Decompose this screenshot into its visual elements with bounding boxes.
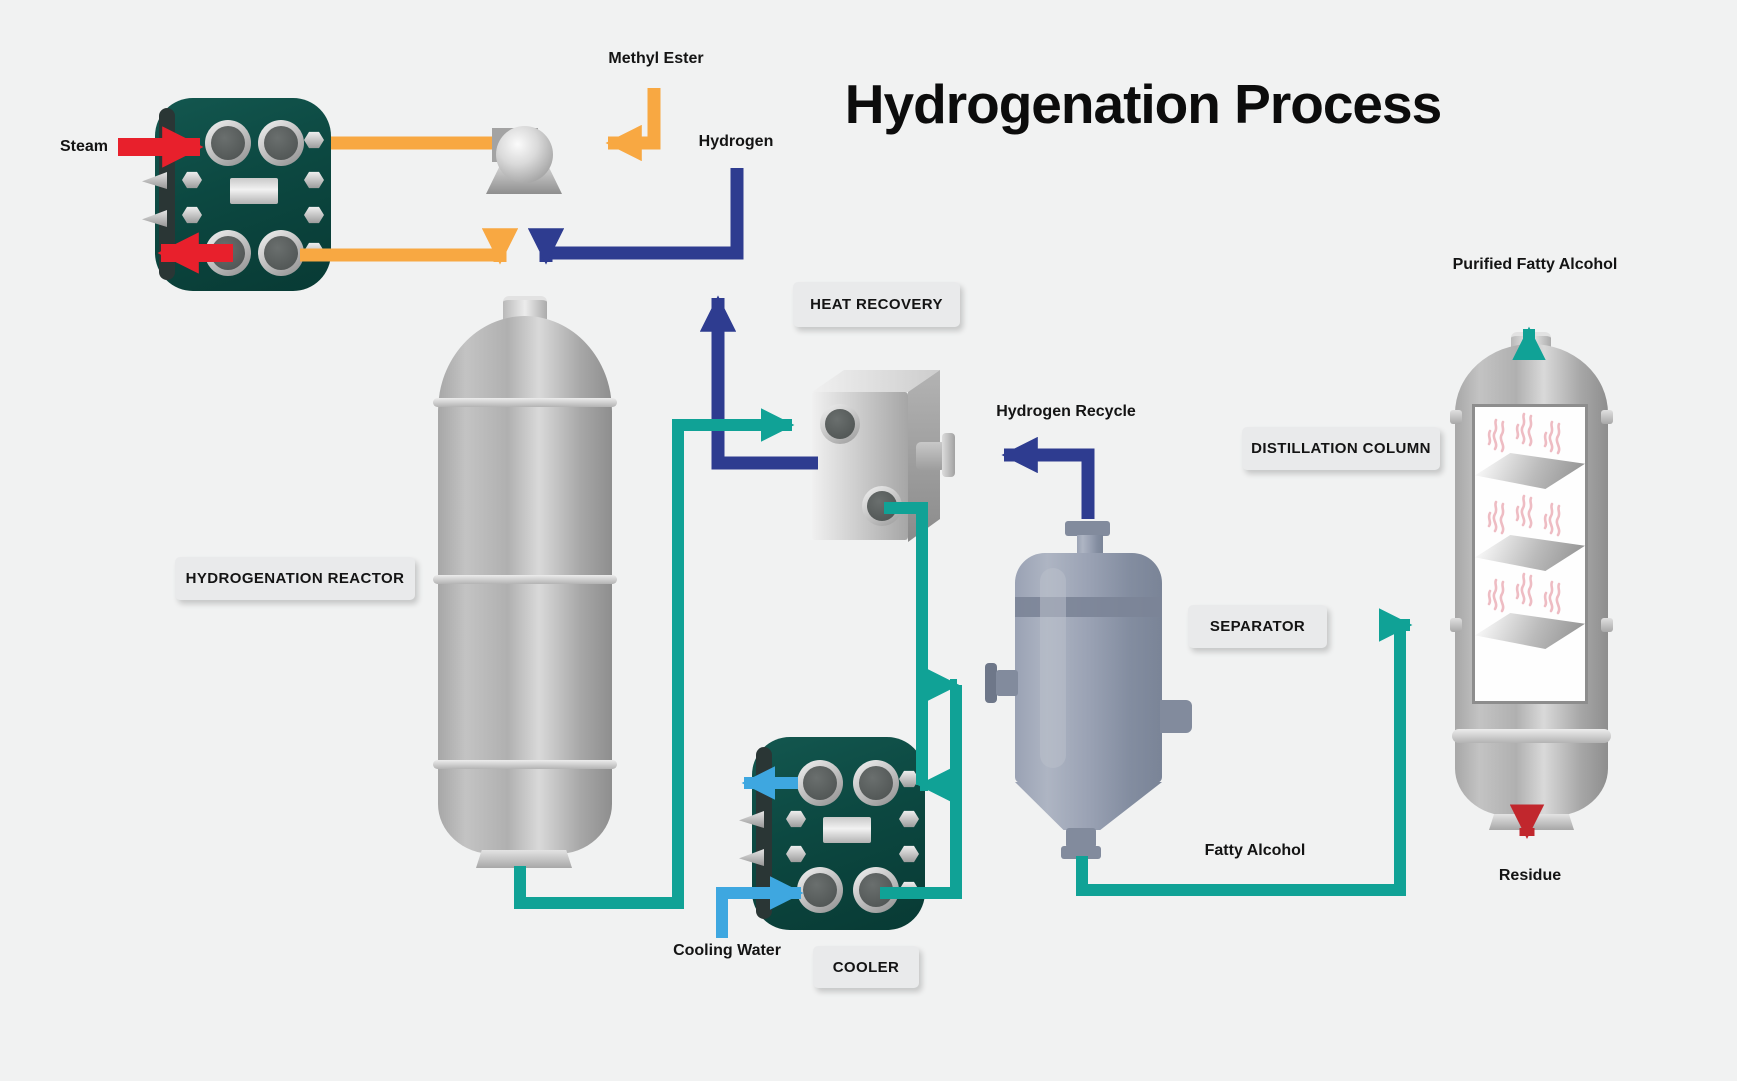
- hydrogenation-reactor-label: HYDROGENATION REACTOR: [175, 557, 415, 600]
- hydrogen-label: Hydrogen: [698, 133, 774, 150]
- port: [797, 867, 843, 913]
- separator-label: SEPARATOR: [1188, 605, 1327, 648]
- nameplate: [823, 817, 871, 843]
- separator-bottom-neck: [1066, 828, 1096, 848]
- column-window: [1472, 404, 1588, 704]
- column-tray: [1475, 453, 1585, 489]
- steam-label: Steam: [59, 138, 108, 155]
- heat-recovery-flange: [942, 433, 955, 477]
- reactor-band: [433, 575, 617, 584]
- heat-recovery-nozzle: [916, 442, 946, 470]
- feed-pump: [486, 126, 564, 196]
- reactor-skirt: [476, 850, 572, 868]
- hydrogen-recycle-label: Hydrogen Recycle: [996, 403, 1136, 420]
- port: [853, 867, 899, 913]
- diagram-title: Hydrogenation Process: [844, 73, 1442, 135]
- bolt: [304, 206, 324, 224]
- reactor-shell: [438, 316, 612, 854]
- separator-shell: [1015, 553, 1162, 783]
- separator-top-flange: [1065, 521, 1110, 536]
- residue-label: Residue: [1498, 867, 1562, 884]
- column-tray: [1475, 613, 1585, 649]
- port: [258, 120, 304, 166]
- port: [820, 404, 860, 444]
- cooler-heat-exchanger: [739, 737, 925, 930]
- fatty-alcohol-label: Fatty Alcohol: [1204, 842, 1306, 859]
- port: [797, 760, 843, 806]
- distillation-column-label: DISTILLATION COLUMN: [1242, 427, 1440, 470]
- column-band: [1452, 729, 1611, 743]
- bolt: [304, 131, 324, 149]
- separator-left-flange: [985, 663, 997, 703]
- nameplate: [230, 178, 278, 204]
- separator-left-nozzle: [996, 670, 1018, 696]
- pump-head: [496, 126, 553, 183]
- column-ring: [1601, 618, 1613, 632]
- methyl-ester-label: Methyl Ester: [608, 50, 704, 67]
- column-skirt: [1489, 814, 1574, 830]
- cooling-water-label: Cooling Water: [673, 942, 781, 959]
- heat-recovery-label: HEAT RECOVERY: [793, 282, 960, 327]
- pipe-hydrogen-feed: [527, 168, 744, 265]
- reactor-band: [433, 760, 617, 769]
- cooler-label: COOLER: [813, 946, 919, 988]
- pipe-methyl-ester-feed: [605, 88, 661, 162]
- separator-right-nozzle: [1160, 700, 1192, 733]
- separator-cone: [1015, 782, 1162, 830]
- hydrogenation-reactor: [432, 296, 622, 871]
- reactor-band: [433, 398, 617, 407]
- heat-recovery-unit: [810, 368, 960, 543]
- separator-top-neck: [1077, 535, 1103, 555]
- bolt: [182, 171, 202, 189]
- column-ring: [1601, 410, 1613, 424]
- heat-recovery-top-face: [812, 370, 940, 392]
- column-ring: [1450, 618, 1462, 632]
- bolt: [182, 206, 202, 224]
- bolt: [304, 171, 324, 189]
- port: [258, 230, 304, 276]
- port: [853, 760, 899, 806]
- separator-vessel: [983, 520, 1193, 865]
- separator-highlight: [1040, 568, 1066, 768]
- exchanger-edge-strip: [159, 108, 175, 280]
- steam-heat-exchanger: [142, 98, 331, 291]
- port: [205, 120, 251, 166]
- column-ring: [1450, 410, 1462, 424]
- column-tray: [1475, 535, 1585, 571]
- port: [862, 486, 902, 526]
- distillation-column: [1448, 330, 1618, 890]
- separator-band: [1015, 597, 1162, 617]
- pipe-hydrogen-recycle: [1001, 436, 1095, 519]
- port: [205, 230, 251, 276]
- exchanger-edge-strip: [756, 747, 772, 919]
- separator-bottom-flange: [1061, 846, 1101, 859]
- purified-fatty-alcohol-label: Purified Fatty Alcohol: [1452, 256, 1618, 273]
